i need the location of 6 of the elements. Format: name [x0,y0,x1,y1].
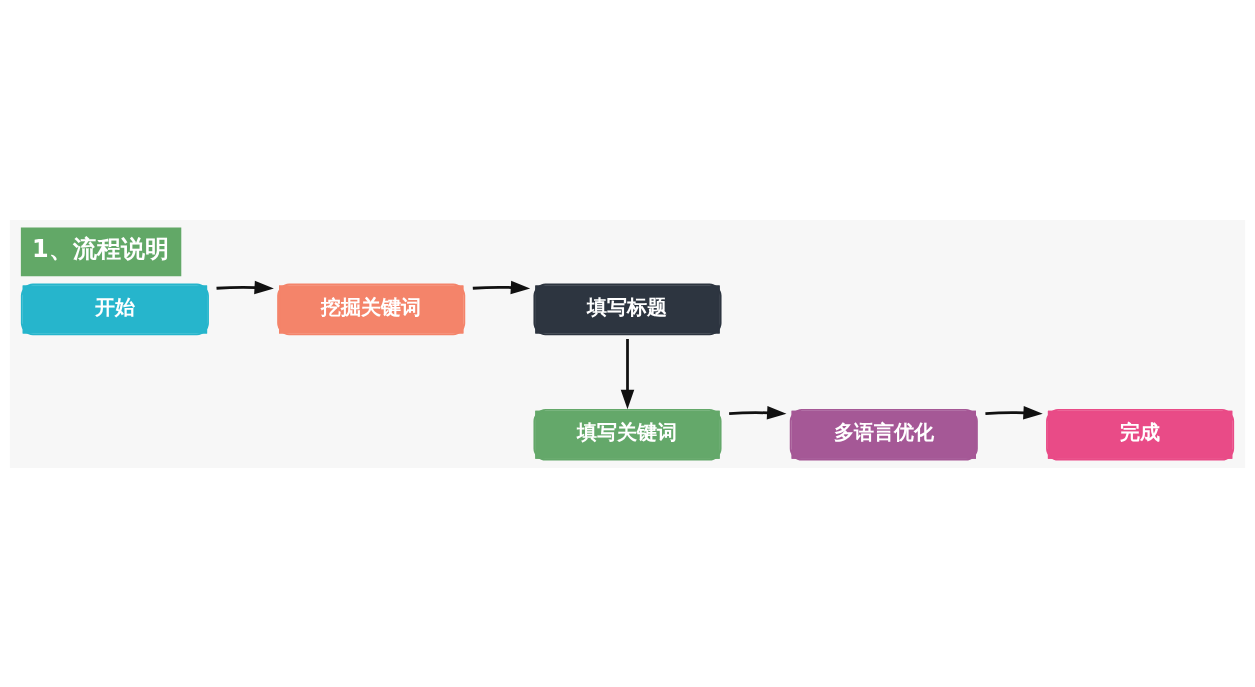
arrow [620,338,635,409]
arrow [472,280,531,294]
diagram-title: 1、流程说明 [31,234,169,263]
arrow [729,405,787,420]
arrow [216,280,274,294]
arrow [985,405,1043,420]
